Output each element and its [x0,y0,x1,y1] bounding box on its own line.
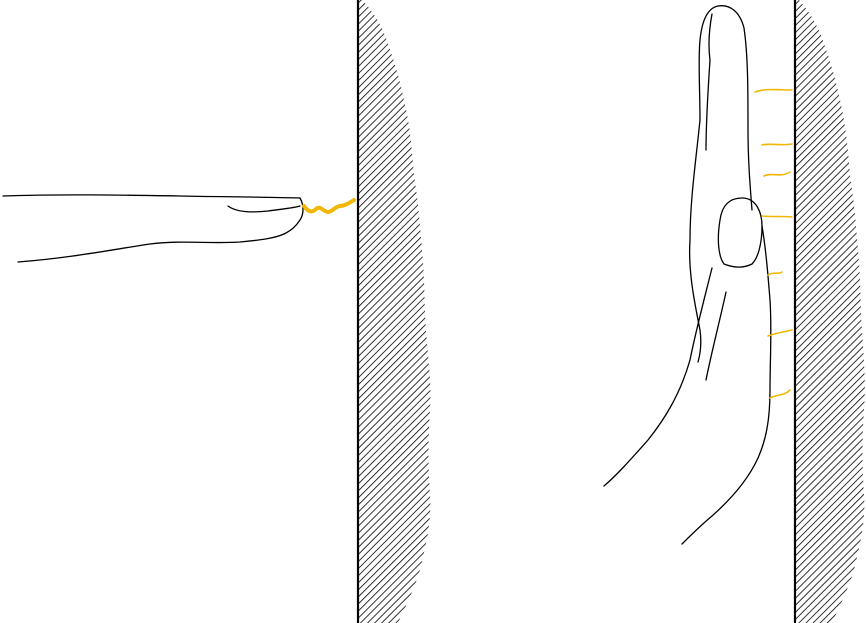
fingernail [228,206,300,212]
palm-crease [706,292,726,380]
index-finger-left-edge [690,120,701,362]
right-panel [604,0,865,623]
contact-mark-3 [764,172,790,176]
contact-squiggle [304,200,354,212]
contact-mark-5 [768,272,782,275]
index-finger-inner-line [706,14,712,150]
flat-hand [604,6,771,544]
palm-left-edge [604,268,712,486]
contact-mark-1 [755,90,792,93]
left-panel [3,0,431,623]
contact-mark-7 [770,390,790,398]
right-wall-hatch [795,0,865,623]
contact-mark-4 [762,216,792,217]
thumb-outline [718,198,762,267]
contact-mark-6 [768,330,792,336]
finger-upper-edge [3,195,300,198]
finger-tip [284,198,303,234]
finger-lower-edge [18,234,284,262]
pointing-finger [3,195,303,262]
contact-mark-2 [762,144,792,145]
thumb-side [682,226,771,544]
left-wall-hatch [358,0,431,623]
